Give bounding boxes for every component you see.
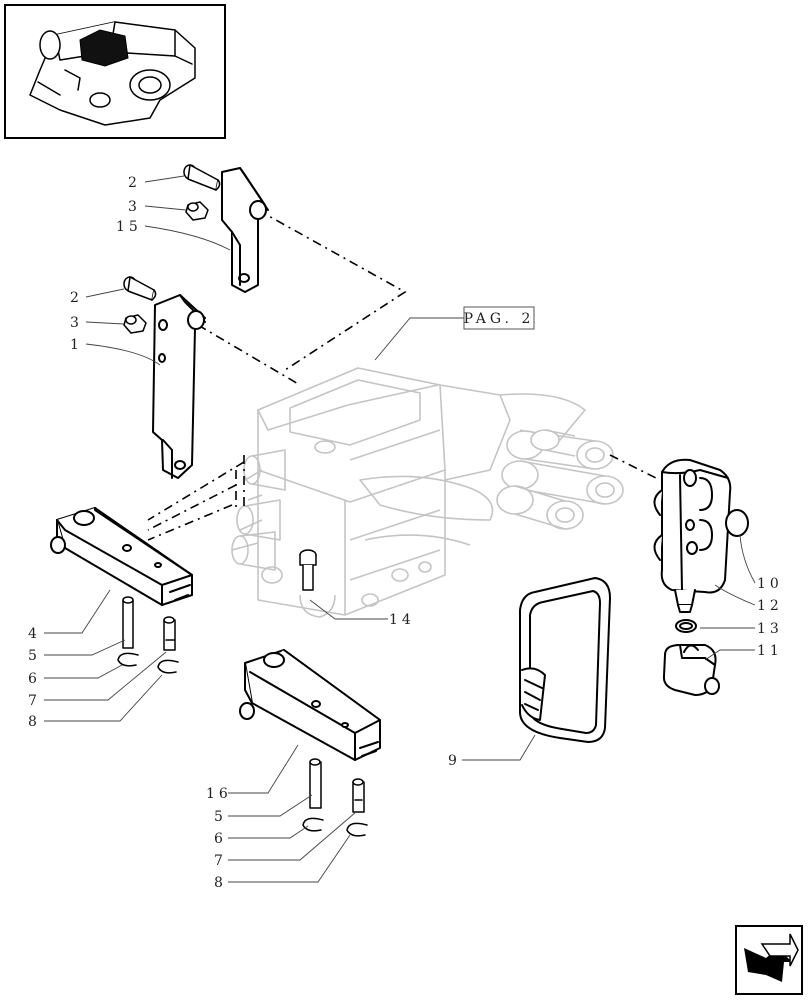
coupler-block-part-10 <box>653 458 732 613</box>
part-labels: 2 3 15 2 3 1 4 5 6 7 8 14 10 12 13 11 9 … <box>28 175 783 891</box>
next-page-arrow-icon[interactable] <box>735 925 803 995</box>
pin-set-b <box>302 758 368 837</box>
label-5-b: 5 <box>214 809 227 825</box>
washer-upper <box>185 201 209 221</box>
label-6-a: 6 <box>28 671 41 687</box>
label-7-a: 7 <box>28 693 41 709</box>
assembly-thumbnail-icon <box>4 4 226 139</box>
label-2-lower: 2 <box>70 290 83 306</box>
screw-lower <box>123 276 157 301</box>
assembly-leader-lines <box>147 209 661 541</box>
lever-part-1 <box>152 294 206 479</box>
fitting-part-11 <box>662 644 720 696</box>
label-leader-lines <box>44 175 756 883</box>
washer-lower <box>123 314 147 334</box>
page-reference-box[interactable]: PAG. 2 <box>463 306 535 330</box>
label-4: 4 <box>28 626 41 642</box>
o-ring-part-13 <box>675 619 697 633</box>
screw-upper <box>183 164 221 191</box>
bracket-part-4 <box>50 507 193 606</box>
label-3-lower: 3 <box>70 315 83 331</box>
label-10: 10 <box>757 576 783 592</box>
label-12: 12 <box>757 598 783 614</box>
page-reference-label: PAG. 2 <box>464 311 535 327</box>
label-1: 1 <box>70 337 83 353</box>
bracket-part-16 <box>239 649 381 761</box>
label-15: 15 <box>116 219 142 235</box>
label-9: 9 <box>448 753 461 769</box>
bolt-part-14 <box>299 549 317 591</box>
label-8-b: 8 <box>214 875 227 891</box>
label-6-b: 6 <box>214 831 227 847</box>
label-8-a: 8 <box>28 714 41 730</box>
label-14: 14 <box>389 612 415 628</box>
label-7-b: 7 <box>214 853 227 869</box>
label-5-a: 5 <box>28 648 41 664</box>
valve-body-ghost <box>231 367 624 618</box>
lever-part-15 <box>221 167 269 293</box>
label-2-upper: 2 <box>128 175 141 191</box>
label-16: 16 <box>206 786 232 802</box>
pin-set-a <box>117 596 179 674</box>
gasket-part-9 <box>519 577 611 743</box>
cap-part-10 <box>725 509 749 537</box>
label-13: 13 <box>757 621 783 637</box>
label-11: 11 <box>757 643 783 659</box>
label-3-upper: 3 <box>128 199 141 215</box>
